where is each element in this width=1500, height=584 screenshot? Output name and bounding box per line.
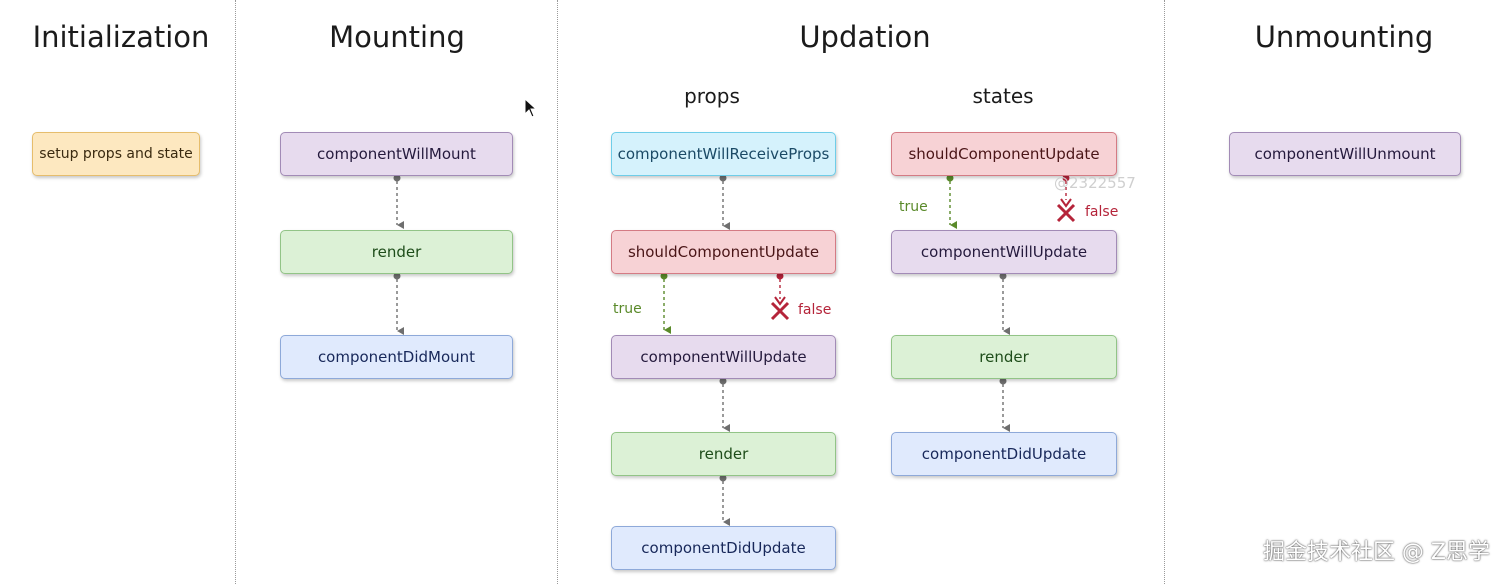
node-states-render: render bbox=[891, 335, 1117, 379]
divider-update-unmount bbox=[1164, 0, 1165, 584]
phase-title-unmounting: Unmounting bbox=[1254, 20, 1434, 54]
node-mount-render: render bbox=[280, 230, 513, 274]
arrow-mount-will-to-render bbox=[393, 174, 404, 229]
phase-title-initialization: Initialization bbox=[32, 20, 210, 54]
label-states-true: true bbox=[899, 199, 928, 215]
node-states-component-will-update: componentWillUpdate bbox=[891, 230, 1117, 274]
arrow-states-should-true bbox=[946, 174, 957, 229]
node-mount-component-will-mount: componentWillMount bbox=[280, 132, 513, 176]
node-props-component-will-update: componentWillUpdate bbox=[611, 335, 836, 379]
props-false-x-icon bbox=[770, 296, 790, 321]
subtitle-states: states bbox=[972, 84, 1034, 108]
node-mount-component-did-mount: componentDidMount bbox=[280, 335, 513, 379]
label-props-true: true bbox=[613, 301, 642, 317]
arrow-props-will-to-render bbox=[719, 377, 730, 432]
watermark-text: 掘金技术社区 @ Z思学 bbox=[1262, 540, 1490, 565]
node-props-component-did-update: componentDidUpdate bbox=[611, 526, 836, 570]
node-props-component-will-receive-props: componentWillReceiveProps bbox=[611, 132, 836, 176]
arrow-props-should-true bbox=[660, 272, 671, 334]
arrow-states-will-to-render bbox=[999, 272, 1010, 335]
arrow-props-should-false bbox=[770, 272, 790, 321]
label-states-false: false bbox=[1085, 204, 1119, 220]
faint-handle-watermark: @2322557 bbox=[1054, 174, 1136, 192]
node-setup-props-and-state: setup props and state bbox=[32, 132, 200, 176]
node-props-render: render bbox=[611, 432, 836, 476]
phase-title-mounting: Mounting bbox=[329, 20, 465, 54]
arrow-props-receive-to-should bbox=[719, 174, 730, 230]
arrow-mount-render-to-did bbox=[393, 272, 404, 335]
mouse-cursor-icon bbox=[524, 98, 538, 118]
node-states-component-did-update: componentDidUpdate bbox=[891, 432, 1117, 476]
divider-init-mount bbox=[235, 0, 236, 584]
node-props-should-component-update: shouldComponentUpdate bbox=[611, 230, 836, 274]
node-component-will-unmount: componentWillUnmount bbox=[1229, 132, 1461, 176]
phase-title-updation: Updation bbox=[799, 20, 931, 54]
subtitle-props: props bbox=[684, 84, 740, 108]
arrow-props-render-to-did bbox=[719, 474, 730, 526]
label-props-false: false bbox=[798, 302, 832, 318]
divider-mount-update bbox=[557, 0, 558, 584]
node-states-should-component-update: shouldComponentUpdate bbox=[891, 132, 1117, 176]
states-false-x-icon bbox=[1056, 198, 1076, 223]
arrow-states-render-to-did bbox=[999, 377, 1010, 432]
